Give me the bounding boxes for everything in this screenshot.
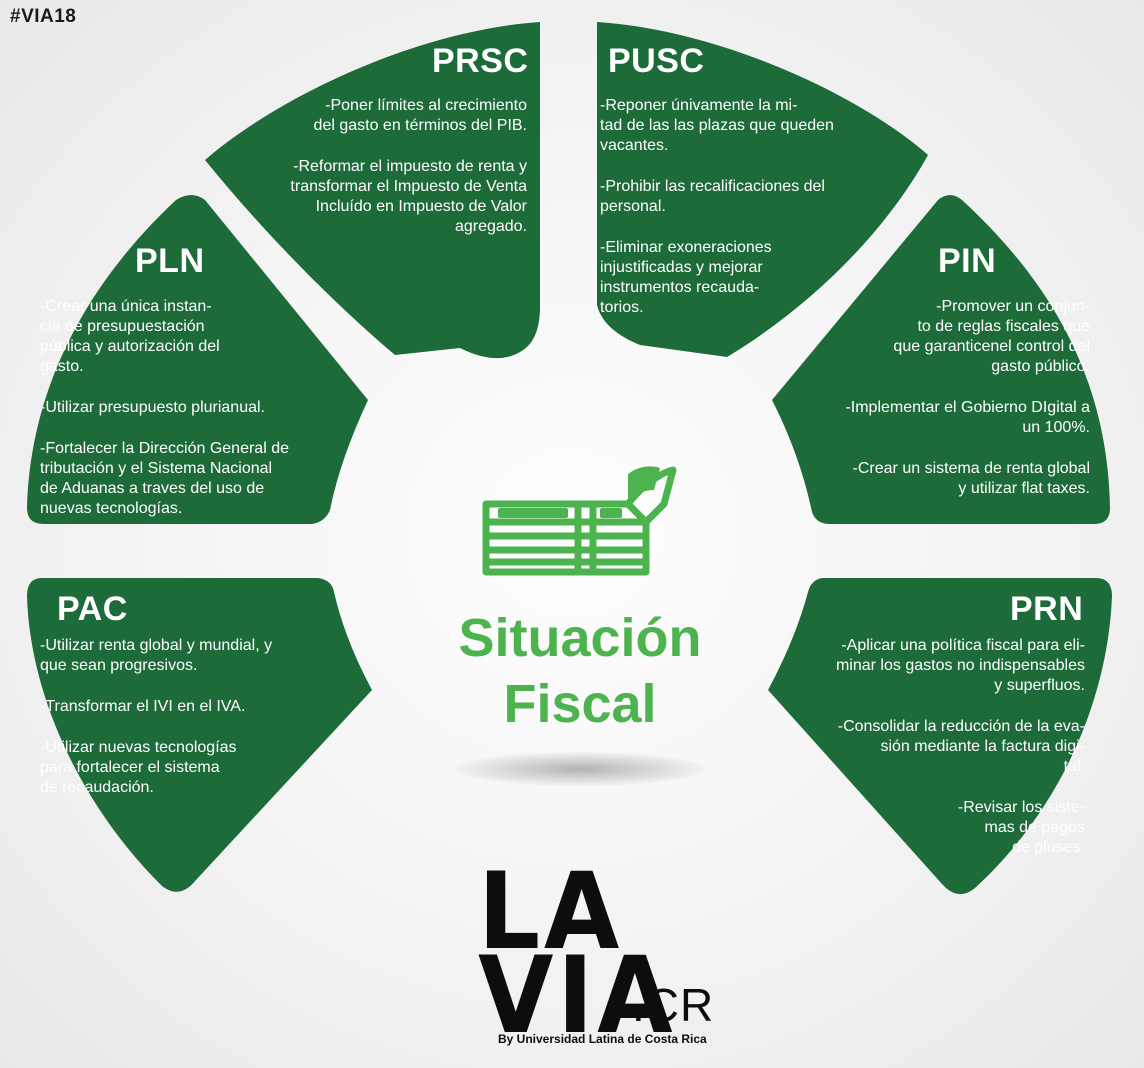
party-items-prn: -Aplicar una política fiscal para eli- m… bbox=[775, 636, 1085, 879]
list-item: -Utilizar renta global y mundial, y que … bbox=[40, 637, 273, 674]
party-items-pac: -Utilizar renta global y mundial, y que … bbox=[40, 636, 340, 819]
party-items-prsc: -Poner límites al crecimiento del gasto … bbox=[222, 96, 527, 258]
party-items-pusc: -Reponer únivamente la mi- tad de las la… bbox=[600, 96, 900, 339]
party-title-pln: PLN bbox=[135, 242, 205, 280]
list-item: -Prohibir las recalificaciones del perso… bbox=[600, 178, 825, 215]
logo-tagline: By Universidad Latina de Costa Rica bbox=[498, 1032, 707, 1046]
party-items-pln: -Crear una única instan- cia de presupue… bbox=[40, 297, 340, 540]
segment-prn bbox=[768, 578, 1112, 895]
party-title-pac: PAC bbox=[57, 590, 128, 628]
title-shadow bbox=[455, 752, 705, 786]
list-item: -Utilizar nuevas tecnologías para fortal… bbox=[40, 739, 237, 796]
segment-pin bbox=[772, 195, 1110, 524]
party-title-pusc: PUSC bbox=[608, 42, 705, 80]
segment-prsc bbox=[205, 22, 540, 359]
logo-line1: LA bbox=[478, 850, 623, 973]
party-title-prn: PRN bbox=[1010, 590, 1084, 628]
list-item: -Fortalecer la Dirección General de trib… bbox=[40, 440, 289, 517]
center-title-line2: Fiscal bbox=[503, 674, 657, 734]
list-item: -Crear una única instan- cia de presupue… bbox=[40, 298, 220, 375]
center-title: Situación Fiscal bbox=[380, 605, 780, 737]
list-item: -Revisar los siste- mas de pagos de plus… bbox=[957, 799, 1085, 856]
list-item: -Implementar el Gobierno DIgital a un 10… bbox=[845, 399, 1090, 436]
segment-pusc bbox=[597, 22, 928, 357]
list-item: -Transformar el IVI en el IVA. bbox=[40, 698, 246, 715]
list-item: -Utilizar presupuesto plurianual. bbox=[40, 399, 265, 416]
party-title-prsc: PRSC bbox=[432, 42, 529, 80]
logo-line2: VIA bbox=[478, 934, 677, 1057]
list-item: -Reformar el impuesto de renta y transfo… bbox=[290, 158, 527, 235]
list-item: -Eliminar exoneraciones injustificadas y… bbox=[600, 239, 772, 316]
party-items-pin: -Promover un conjun- to de reglas fiscal… bbox=[780, 297, 1090, 520]
center-title-line1: Situación bbox=[458, 608, 702, 668]
money-stack-icon bbox=[482, 466, 677, 576]
hashtag: #VIA18 bbox=[10, 6, 77, 27]
logo-suffix: .CR bbox=[632, 979, 715, 1031]
list-item: -Poner límites al crecimiento del gasto … bbox=[313, 97, 527, 134]
list-item: -Reponer únivamente la mi- tad de las la… bbox=[600, 97, 834, 154]
list-item: -Crear un sistema de renta global y util… bbox=[852, 460, 1090, 497]
list-item: -Aplicar una política fiscal para eli- m… bbox=[835, 637, 1085, 694]
list-item: -Promover un conjun- to de reglas fiscal… bbox=[893, 298, 1090, 375]
segment-pac bbox=[27, 578, 372, 892]
party-title-pin: PIN bbox=[938, 242, 997, 280]
segment-pln bbox=[27, 195, 368, 524]
list-item: -Consolidar la reducción de la eva- sión… bbox=[837, 718, 1085, 775]
